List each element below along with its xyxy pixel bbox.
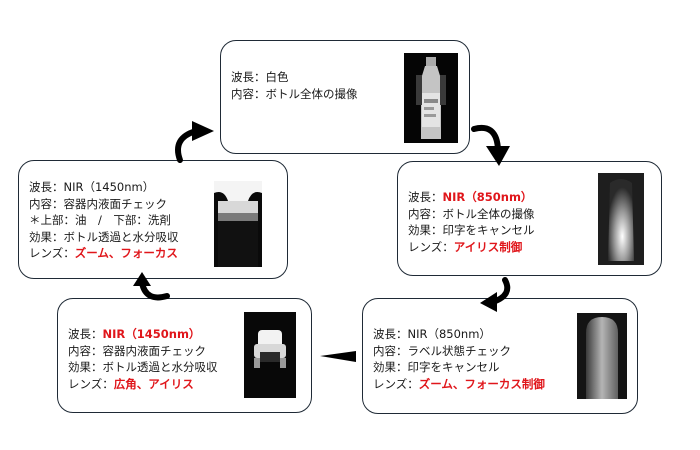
curved-arrow-icon xyxy=(471,125,501,153)
arrowhead-icon xyxy=(486,146,510,166)
line-lens: レンズ：アイリス制御 xyxy=(408,239,523,254)
arrowhead-icon xyxy=(133,272,151,286)
line-effect: 効果：印字をキャンセル xyxy=(373,360,500,374)
node-text: 波長：白色 内容：ボトル全体の撮像 xyxy=(231,69,358,102)
line-content: 内容：ラベル状態チェック xyxy=(373,343,511,358)
node-white-light: 波長：白色 内容：ボトル全体の撮像 xyxy=(220,40,470,154)
line-content: 内容：ボトル全体の撮像 xyxy=(231,86,358,101)
bottle-photo xyxy=(404,53,458,143)
line-wavelength: 波長：NIR（850nm） xyxy=(408,190,533,204)
line-lens: レンズ：ズーム、フォーカス制御 xyxy=(373,376,545,391)
node-text: 波長：NIR（1450nm） 内容：容器内液面チェック ＊上部：油 / 下部：洗… xyxy=(29,179,179,262)
line-content: 内容：容器内液面チェック xyxy=(68,343,206,358)
node-nir-850-bottle: 波長：NIR（850nm） 内容：ボトル全体の撮像 効果：印字をキャンセル レン… xyxy=(397,161,662,276)
straight-arrow-icon xyxy=(320,351,356,362)
line-effect: 効果：ボトル透過と水分吸収 xyxy=(68,360,218,374)
line-top-bottom: ＊上部：油 / 下部：洗剤 xyxy=(29,213,171,227)
line-wavelength: 波長：白色 xyxy=(231,70,289,84)
bottle-photo xyxy=(577,313,627,399)
line-content: 内容：ボトル全体の撮像 xyxy=(408,206,535,221)
bottle-photo xyxy=(214,181,262,267)
node-nir-850-label: 波長：NIR（850nm） 内容：ラベル状態チェック 効果：印字をキャンセル レ… xyxy=(362,298,638,414)
line-lens: レンズ：ズーム、フォーカス xyxy=(29,246,178,260)
node-nir-1450-wide: 波長：NIR（1450nm） 内容：容器内液面チェック 効果：ボトル透過と水分吸… xyxy=(57,298,312,413)
line-effect: 効果：ボトル透過と水分吸収 xyxy=(29,229,179,244)
line-wavelength: 波長：NIR（850nm） xyxy=(373,327,491,341)
bottle-photo xyxy=(244,312,296,398)
node-text: 波長：NIR（1450nm） 内容：容器内液面チェック 効果：ボトル透過と水分吸… xyxy=(68,326,218,392)
node-text: 波長：NIR（850nm） 内容：ラベル状態チェック 効果：印字をキャンセル レ… xyxy=(373,326,545,392)
arrowhead-icon xyxy=(192,121,214,141)
line-wavelength: 波長：NIR（1450nm） xyxy=(68,327,201,341)
line-content: 内容：容器内液面チェック xyxy=(29,196,167,211)
bottle-photo xyxy=(598,173,644,265)
line-lens: レンズ：広角、アイリス xyxy=(68,376,194,391)
line-wavelength: 波長：NIR（1450nm） xyxy=(29,180,155,194)
line-effect: 効果：印字をキャンセル xyxy=(408,223,535,237)
arrowhead-icon xyxy=(480,292,497,312)
node-text: 波長：NIR（850nm） 内容：ボトル全体の撮像 効果：印字をキャンセル レン… xyxy=(408,189,535,255)
node-nir-1450-zoom: 波長：NIR（1450nm） 内容：容器内液面チェック ＊上部：油 / 下部：洗… xyxy=(18,160,288,279)
